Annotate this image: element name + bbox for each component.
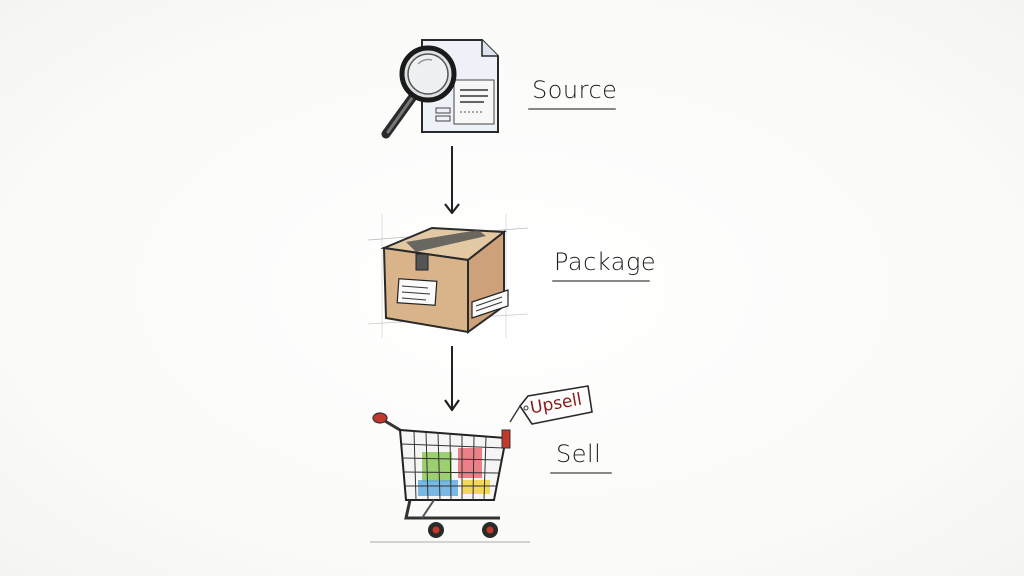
shopping-cart-icon [370, 412, 530, 543]
arrow-down-icon [444, 346, 460, 412]
source-node [378, 36, 504, 146]
price-tag-icon [509, 385, 593, 425]
arrow-package-to-sell [442, 344, 462, 414]
source-underline [528, 108, 616, 110]
sell-label: Sell [556, 440, 602, 468]
upsell-tag: Upsell [504, 384, 594, 434]
arrow-source-to-package [442, 144, 462, 216]
arrow-down-icon [444, 146, 460, 215]
magnifier-document-icon [381, 39, 499, 139]
cardboard-box-icon [368, 214, 528, 338]
source-label: Source [532, 76, 618, 104]
sell-underline [550, 472, 612, 474]
package-node [368, 214, 528, 338]
package-label: Package [554, 248, 657, 276]
sell-node [370, 408, 530, 544]
package-underline [552, 280, 650, 282]
